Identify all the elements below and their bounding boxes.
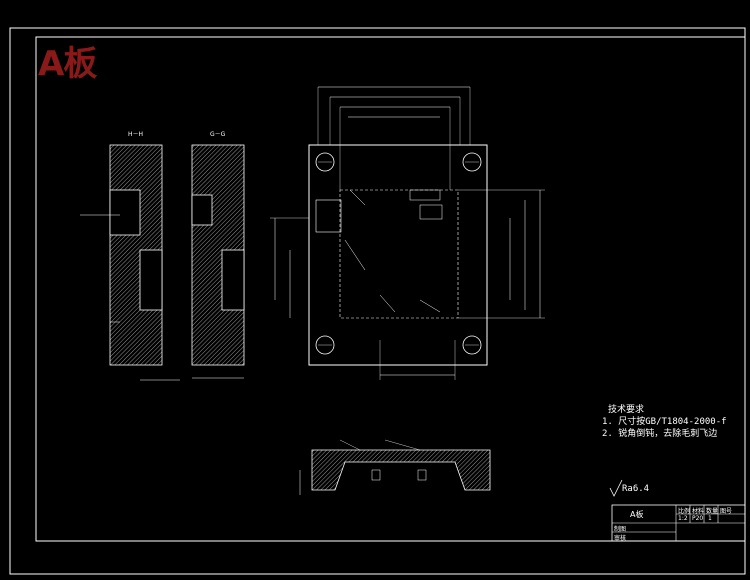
title-block-quantity: 1 (708, 515, 712, 522)
title-block (611, 504, 746, 542)
inner-frame (35, 36, 746, 542)
title-block-scale: 1:2 (678, 515, 688, 522)
drawing-title: A板 (38, 44, 97, 84)
section-label-hh: H－H (128, 131, 144, 138)
title-block-header-material: 材料 (692, 508, 705, 515)
title-block-reviewer-label: 审核 (614, 535, 627, 542)
roughness-symbol-icon (609, 479, 623, 497)
bottom-section-view (299, 439, 491, 495)
title-block-header-scale: 比例 (678, 508, 691, 515)
title-block-drafter-label: 制图 (614, 526, 627, 533)
title-block-material: P20 (692, 515, 704, 522)
roughness-value: Ra6.4 (622, 484, 650, 494)
section-label-gg: G－G (210, 131, 226, 138)
title-block-header-drawing-no: 图号 (720, 508, 733, 515)
section-view-hh (80, 144, 180, 381)
tech-req-item-2: 2. 锐角倒钝，去除毛刺飞边 (602, 429, 718, 439)
title-block-part-name: A板 (630, 510, 644, 519)
technical-requirements: 技术要求 1. 尺寸按GB/T1804-2000-f 2. 锐角倒钝，去除毛刺飞… (602, 404, 727, 440)
tech-req-heading: 技术要求 (608, 405, 645, 415)
tech-req-item-1: 1. 尺寸按GB/T1804-2000-f (602, 417, 727, 427)
title-block-header-quantity: 数量 (706, 508, 719, 515)
main-plan-view (270, 86, 545, 380)
section-view-gg (191, 144, 245, 379)
